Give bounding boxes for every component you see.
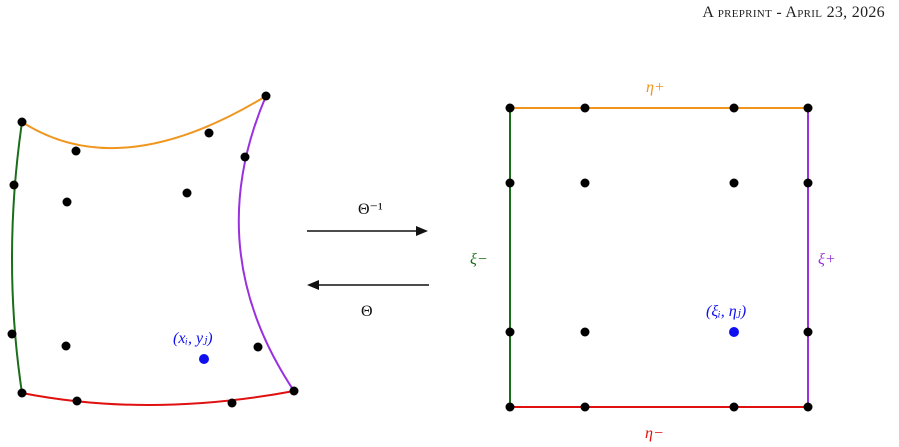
page-header: A preprint - April 23, 2026 xyxy=(702,4,885,21)
backward-map-arrow xyxy=(307,280,429,290)
inverse-map-label: Θ⁻¹ xyxy=(358,201,383,218)
edge-label-left: ξ− xyxy=(470,251,488,268)
physical-node xyxy=(240,152,250,162)
reference-point-label: (ξᵢ, ηⱼ) xyxy=(706,303,746,320)
reference-node xyxy=(505,327,515,337)
reference-node xyxy=(803,178,813,188)
physical-point-label: (xᵢ, yⱼ) xyxy=(173,330,213,347)
physical-right-edge xyxy=(237,95,295,392)
reference-node xyxy=(505,103,515,113)
physical-node xyxy=(72,396,82,406)
physical-node xyxy=(204,128,214,138)
physical-left-edge xyxy=(11,121,23,394)
physical-node xyxy=(61,341,71,351)
reference-node xyxy=(580,103,590,113)
physical-node xyxy=(71,146,81,156)
physical-node xyxy=(261,91,271,101)
reference-node xyxy=(580,327,590,337)
reference-node xyxy=(803,103,813,113)
edge-label-top: η+ xyxy=(646,79,665,96)
reference-node xyxy=(803,327,813,337)
physical-node xyxy=(17,117,27,127)
reference-node xyxy=(729,402,739,412)
map-label: Θ xyxy=(361,303,373,320)
physical-node xyxy=(289,386,299,396)
reference-node xyxy=(580,178,590,188)
physical-node xyxy=(62,197,72,207)
edge-label-bottom: η− xyxy=(645,425,664,442)
reference-nodes xyxy=(505,103,813,412)
physical-highlight-point xyxy=(199,354,209,364)
physical-nodes xyxy=(7,91,299,408)
reference-node xyxy=(729,178,739,188)
forward-map-arrow xyxy=(307,226,428,236)
physical-node xyxy=(182,188,192,198)
reference-highlight-point xyxy=(729,327,739,337)
physical-node xyxy=(253,342,263,352)
reference-node xyxy=(580,402,590,412)
reference-node xyxy=(729,103,739,113)
physical-node xyxy=(227,398,237,408)
reference-node xyxy=(803,402,813,412)
physical-node xyxy=(17,388,27,398)
physical-node xyxy=(7,329,17,339)
physical-node xyxy=(9,180,19,190)
physical-bottom-edge xyxy=(21,390,295,407)
reference-node xyxy=(505,402,515,412)
physical-top-edge xyxy=(21,95,267,150)
reference-node xyxy=(505,178,515,188)
edge-label-right: ξ+ xyxy=(818,251,836,268)
